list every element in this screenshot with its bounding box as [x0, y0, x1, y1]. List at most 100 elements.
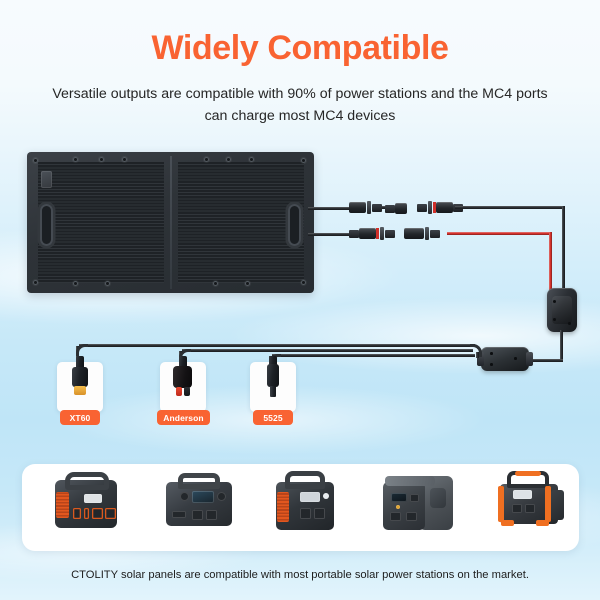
mc4-link-wire-top: [382, 206, 386, 209]
panel-grommet: [213, 281, 218, 286]
ps4-side-grille: [430, 488, 446, 508]
xt60-plug-body: [72, 367, 88, 387]
mc4-ring: [425, 227, 429, 240]
mc4-red-band: [433, 202, 436, 213]
xt60-plug: [70, 356, 90, 402]
panel-grommet: [301, 280, 306, 285]
footer-caption: CTOLITY solar panels are compatible with…: [71, 569, 529, 581]
ps4-display: [391, 493, 407, 502]
ps4-top-panel: [385, 476, 435, 486]
output-wire-xt60-elbow: [76, 344, 88, 356]
mc4-nose: [372, 203, 382, 212]
ps4-ac-outlet: [406, 512, 417, 521]
ps5-ac-outlet: [512, 504, 522, 513]
mc4-barrel: [404, 228, 424, 239]
output-wire-5525-horizontal: [272, 354, 475, 357]
big-connector-tail-elbow: [527, 359, 563, 362]
ps1-handle: [65, 472, 109, 490]
ps1-ac-outlet: [92, 508, 103, 519]
panel-output-wire-top: [308, 207, 352, 210]
splitter-dot: [490, 363, 493, 366]
mc4-connector-top-left: [349, 201, 382, 214]
ps2-ac-outlet: [206, 510, 217, 520]
ps2-handle: [178, 473, 220, 489]
ps1-side-vent: [56, 492, 69, 518]
ps5-side-panel: [551, 490, 564, 520]
dc5525-plug-body: [267, 364, 279, 387]
anderson-plug-body: [173, 366, 192, 388]
ps3-ac-outlet: [300, 508, 311, 519]
panel-grommet: [33, 280, 38, 285]
ps4-case-front: [383, 482, 425, 530]
panel-output-wire-bottom: [308, 233, 352, 236]
anderson-plug-strain-relief: [179, 356, 187, 368]
splitter-dot: [490, 352, 493, 355]
connector-dot: [553, 300, 556, 303]
power-station-3: [266, 470, 344, 534]
ps5-foot-left: [501, 520, 514, 526]
ps2-knob: [217, 492, 226, 501]
solar-panel-half-right: [178, 162, 304, 283]
panel-grommet: [33, 158, 38, 163]
xt60-plug-strain-relief: [76, 356, 84, 369]
cable-splitter-hub: [477, 347, 533, 371]
ps3-handle: [285, 471, 325, 489]
mc4-nose: [417, 203, 427, 212]
mc4-nose: [384, 229, 395, 238]
power-station-1: [47, 470, 125, 532]
subtitle-line-2: can charge most MC4 devices: [204, 108, 396, 124]
mc4-connector-bottom-right: [404, 227, 440, 240]
dc5525-plug-strain-relief: [269, 356, 277, 366]
dc5525-plug: [263, 356, 283, 402]
power-station-5: [489, 470, 573, 534]
mc4-barrel: [395, 203, 407, 214]
page-subtitle: Versatile outputs are compatible with 90…: [0, 83, 600, 127]
mc4-barrel: [359, 228, 376, 239]
panel-grommet: [99, 157, 104, 162]
connector-card-5525: [250, 356, 296, 412]
dc5525-plug-barrel-tip: [270, 386, 276, 397]
mc4-ring: [367, 201, 371, 214]
panel-grommet: [245, 281, 250, 286]
connector-label-5525: 5525: [253, 410, 293, 425]
ps3-indicator: [323, 493, 329, 499]
output-wire-xt60-splitter-elbow: [470, 344, 482, 357]
hub-wire-red-vertical: [549, 232, 552, 292]
mc4-connector-top-mid: [385, 203, 407, 214]
panel-grommet: [301, 158, 306, 163]
panel-handle-right: [288, 204, 301, 246]
solar-panel: [27, 152, 314, 293]
mc4-nose: [349, 229, 359, 238]
panel-grommet: [73, 157, 78, 162]
mc4-ring: [379, 227, 384, 240]
connector-dot: [553, 318, 556, 321]
mc4-barrel: [349, 202, 366, 213]
solar-panel-half-left: [38, 162, 164, 283]
mc4-red-band: [376, 228, 379, 239]
dc-input-connector: [547, 288, 577, 332]
ps5-display: [513, 490, 532, 499]
big-connector-tail-wire: [560, 330, 563, 362]
mc4-to-hub-wire-black: [455, 206, 565, 209]
ps5-frame-right: [545, 486, 551, 522]
output-wire-anderson-elbow: [179, 349, 191, 361]
ps5-ac-outlet: [525, 504, 535, 513]
ps2-ac-outlet: [192, 510, 203, 520]
panel-junction-box: [41, 171, 52, 188]
xt60-plug-tip: [74, 386, 86, 395]
ps2-display: [192, 491, 214, 503]
connector-dot: [568, 322, 571, 325]
anderson-plug-tip-right: [184, 387, 190, 396]
solar-cells-right: [178, 162, 304, 283]
mc4-connector-bottom-left: [349, 227, 395, 240]
ps2-usb-bank: [172, 511, 186, 518]
panel-grommet: [73, 281, 78, 286]
power-station-2: [160, 470, 240, 532]
panel-grommet: [249, 157, 254, 162]
hub-wire-black-vertical: [562, 206, 565, 292]
output-wire-xt60-drop: [476, 352, 479, 358]
output-wire-xt60-horizontal: [79, 344, 475, 347]
ps4-power-button: [396, 505, 400, 509]
ps5-handle-grip: [515, 471, 541, 476]
